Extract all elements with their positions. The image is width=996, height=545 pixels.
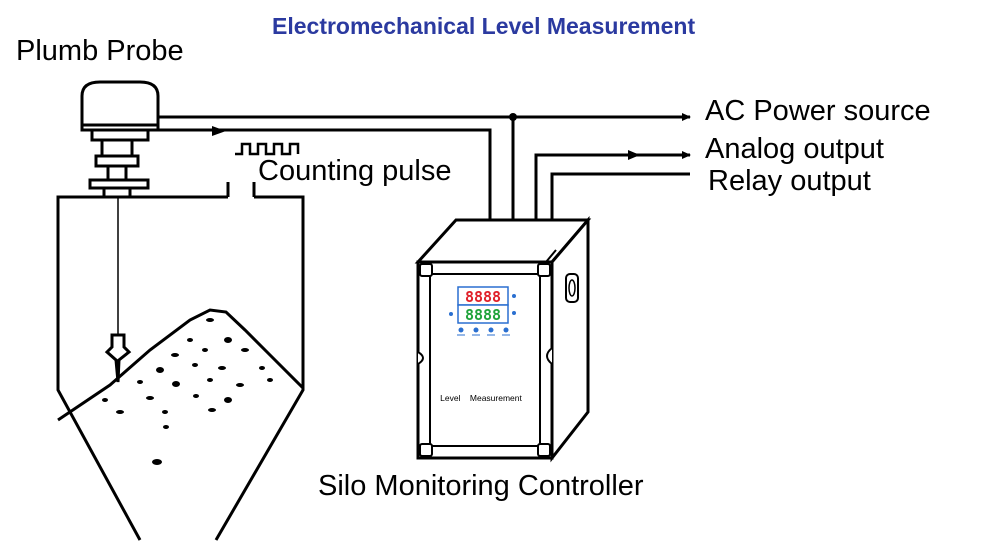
- panel-buttons: [458, 327, 509, 333]
- pulse-train-icon: [235, 142, 300, 156]
- plumb-probe-label: Plumb Probe: [16, 35, 184, 67]
- controller-box-icon: [414, 215, 592, 463]
- relay-output-label: Relay output: [708, 165, 871, 197]
- controller-label: Silo Monitoring Controller: [318, 470, 644, 502]
- analog-arrow-icon: [628, 150, 640, 160]
- ac-power-label: AC Power source: [705, 95, 931, 127]
- panel-label: Level Measurement: [440, 393, 522, 403]
- indicator-dots: [449, 294, 516, 316]
- silo-icon: [56, 182, 305, 541]
- analog-output-label: Analog output: [705, 133, 884, 165]
- bottom-display-frame: [457, 304, 509, 324]
- top-readout: 8888: [465, 288, 501, 306]
- pulse-arrow-icon: [212, 126, 226, 136]
- bottom-readout: 8888: [465, 306, 501, 324]
- diagram-title: Electromechanical Level Measurement: [272, 13, 696, 39]
- junction-dot: [509, 113, 517, 121]
- material-particles: [102, 318, 273, 465]
- plumb-probe-icon: [80, 80, 160, 197]
- counting-pulse-label: Counting pulse: [258, 155, 452, 187]
